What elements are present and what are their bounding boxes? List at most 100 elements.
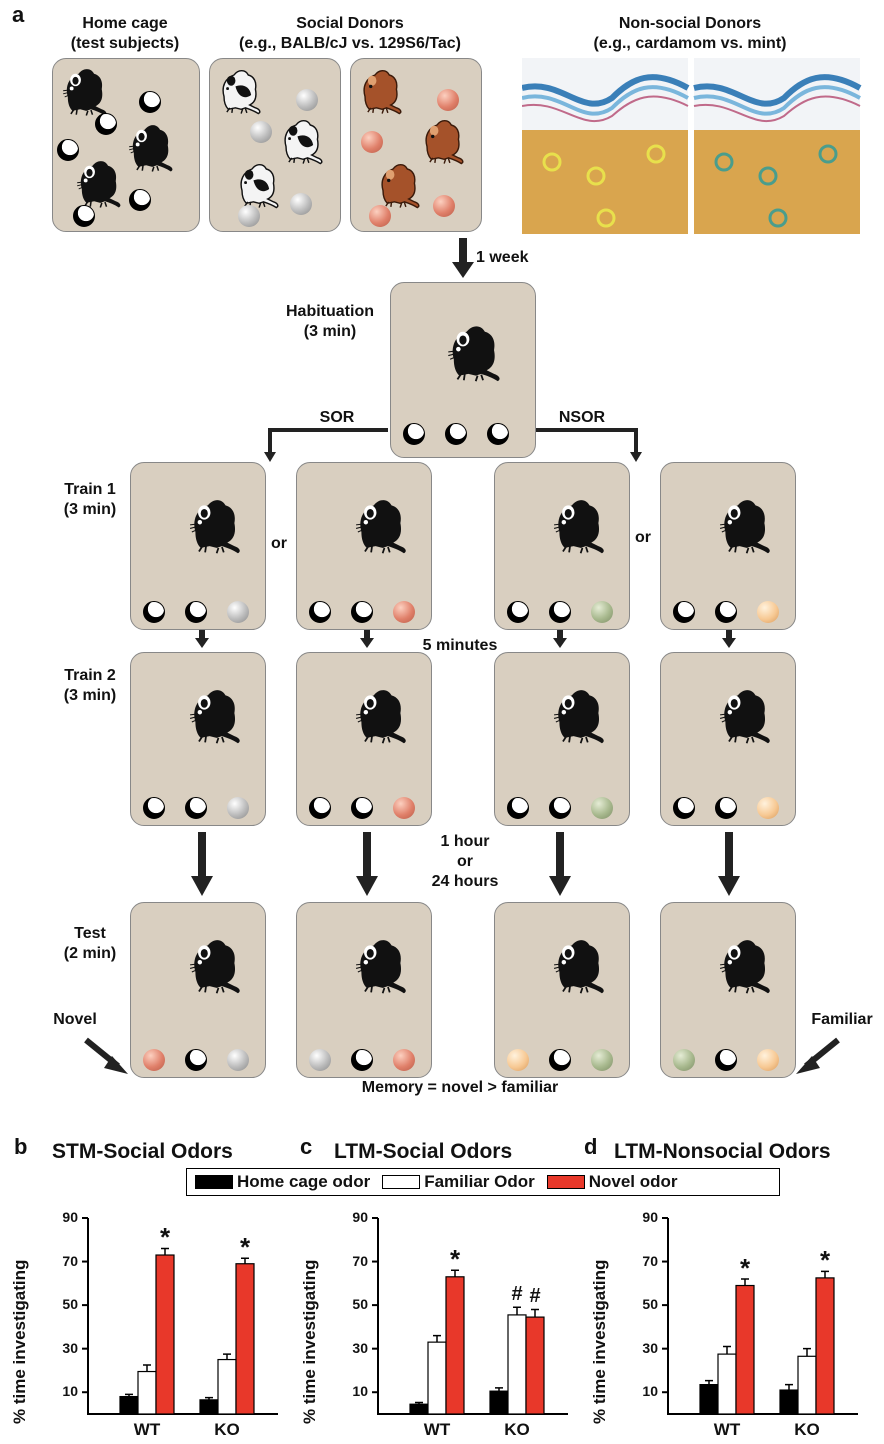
train1-sor-box-2 [296,462,432,630]
error-bar [415,1401,423,1405]
error-bar [513,1306,521,1315]
test-nsor-box-2 [660,902,796,1078]
error-bar [433,1334,441,1343]
error-bar [495,1387,503,1392]
home-odor-ball [185,1049,207,1071]
bar [735,1284,755,1415]
bar [155,1254,175,1415]
bar-chart-svg [662,1217,858,1415]
home-odor-ball [549,601,571,623]
bar [699,1384,719,1415]
y-tick-label: 30 [352,1339,368,1356]
y-tick-label: 30 [642,1339,658,1356]
social-donor-box-2 [350,58,482,232]
y-tick-label: 30 [62,1339,78,1356]
home-odor-ball [715,601,737,623]
x-tick-label: KO [794,1420,820,1439]
silver-odor-ball [296,89,318,111]
significance-mark: * [449,1244,461,1275]
mouse-icon [441,319,505,383]
habituation-label: Habituation(3 min) [286,303,374,340]
mouse-icon [713,493,775,555]
significance-mark: * [819,1245,831,1276]
bar [137,1370,157,1415]
home-odor-ball [351,1049,373,1071]
chart-legend: Home cage odor Familiar Odor Novel odor [186,1168,780,1196]
error-bar [241,1257,249,1264]
significance-mark: # [529,1285,541,1308]
mouse-icon [183,683,245,745]
sor-label: SOR [319,409,355,426]
novel-label: Novel [53,1011,97,1028]
mouse-icon [713,683,775,745]
train1-nsor-box-2 [660,462,796,630]
legend-item-familiar: Familiar Odor [424,1172,535,1191]
mouse-icon [349,493,411,555]
panel-c-letter: c [300,1134,313,1159]
error-bar [451,1269,459,1277]
home-odor-ball [143,601,165,623]
bar [235,1263,255,1415]
bar-chart-svg [372,1217,568,1415]
five-minutes-label: 5 minutes [422,637,498,654]
silver-odor-ball [227,601,249,623]
error-bar [821,1270,829,1278]
error-bar [205,1396,213,1400]
panel-d-title: LTM-Nonsocial Odors [614,1140,831,1163]
train2-nsor-box-2 [660,652,796,826]
bar [427,1341,447,1415]
train2-nsor-box-1 [494,652,630,826]
x-tick-label: KO [214,1420,240,1439]
silver-odor-ball [250,121,272,143]
home-odor-ball [143,797,165,819]
bar [217,1358,237,1415]
error-bar [223,1353,231,1360]
bar [797,1355,817,1415]
peach-odor-ball [507,1049,529,1071]
home-odor-ball [95,113,117,135]
home-odor-ball [507,797,529,819]
bar [525,1316,545,1415]
memory-rule-label: Memory = novel > familiar [361,1079,559,1096]
home-cage-title: Home cage(test subjects) [70,15,180,52]
salmon-odor-ball [361,131,383,153]
legend-item-home: Home cage odor [237,1172,371,1191]
salmon-odor-ball [143,1049,165,1071]
legend-swatch-familiar [382,1175,421,1189]
error-bar [125,1393,133,1397]
significance-mark: * [239,1232,251,1263]
silver-odor-ball [290,193,312,215]
panel-b-title: STM-Social Odors [52,1140,233,1163]
home-odor-ball [507,601,529,623]
home-odor-ball [549,1049,571,1071]
train1-sor-box-1 [130,462,266,630]
home-odor-ball [129,189,151,211]
or-label-left: or [271,535,287,552]
bar [717,1353,737,1415]
home-odor-ball [403,423,425,445]
y-axis-label: % time investigating [590,1259,609,1424]
home-odor-ball [185,797,207,819]
bar-chart-svg [82,1217,278,1415]
home-odor-ball [351,601,373,623]
mouse-icon [547,933,609,995]
peach-odor-ball [757,601,779,623]
home-odor-ball [673,601,695,623]
error-bar [143,1364,151,1372]
habituation-box [390,282,536,458]
error-bar [723,1345,731,1355]
green-odor-ball [673,1049,695,1071]
home-odor-ball [57,139,79,161]
home-odor-ball [185,601,207,623]
peach-odor-ball [757,797,779,819]
significance-mark: * [739,1252,751,1283]
panel-d-letter: d [584,1134,598,1159]
nsor-label: NSOR [558,409,606,426]
green-odor-ball [591,1049,613,1071]
salmon-odor-ball [393,797,415,819]
peach-odor-ball [757,1049,779,1071]
bar [199,1399,219,1415]
